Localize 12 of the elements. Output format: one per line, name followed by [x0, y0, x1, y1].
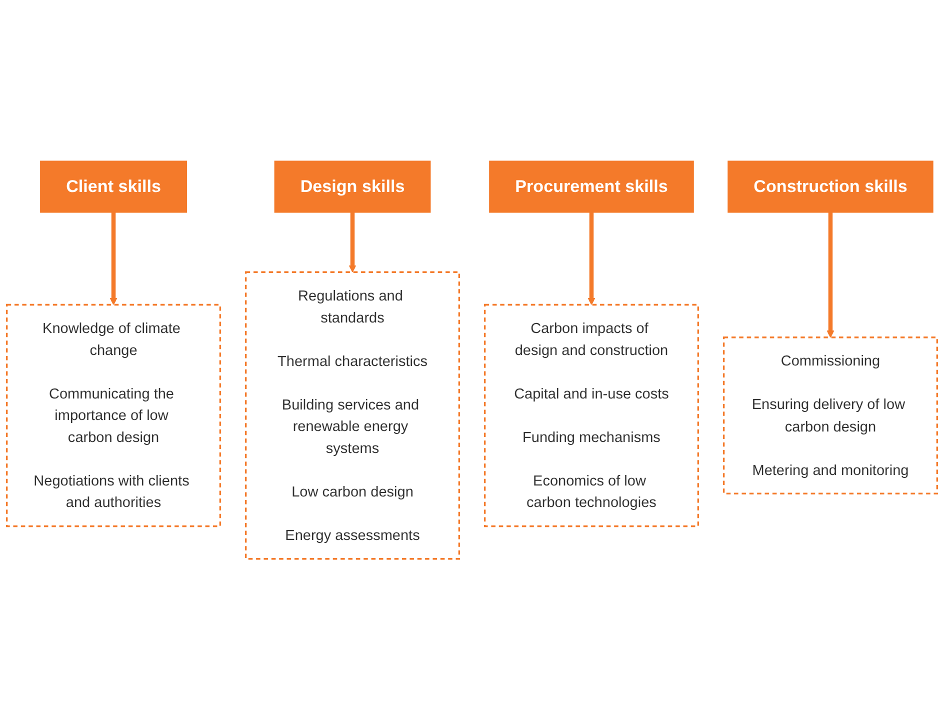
node-box: Procurement skills	[489, 160, 694, 213]
arrow	[110, 212, 118, 306]
arrow	[348, 212, 356, 272]
node-box: Regulations and standards Thermal characteristics Building services and renewable energy systems Low carbon design Energy assessments	[244, 271, 460, 560]
arrow	[588, 212, 596, 306]
node-box: Carbon impacts of design and construction Capital and in-use costs Funding mechanisms Economics of low carbon technologies	[484, 304, 700, 528]
node-box: Design skills	[274, 160, 431, 213]
node-box: Knowledge of climate change Communicating the importance of low carbon design Negotiations with clients and authorities	[6, 304, 222, 528]
arrow	[826, 212, 834, 338]
node-box: Commissioning Ensuring delivery of low carbon design Metering and monitoring	[722, 336, 938, 494]
node-box: Client skills	[40, 160, 187, 213]
node-box: Construction skills	[728, 160, 934, 213]
